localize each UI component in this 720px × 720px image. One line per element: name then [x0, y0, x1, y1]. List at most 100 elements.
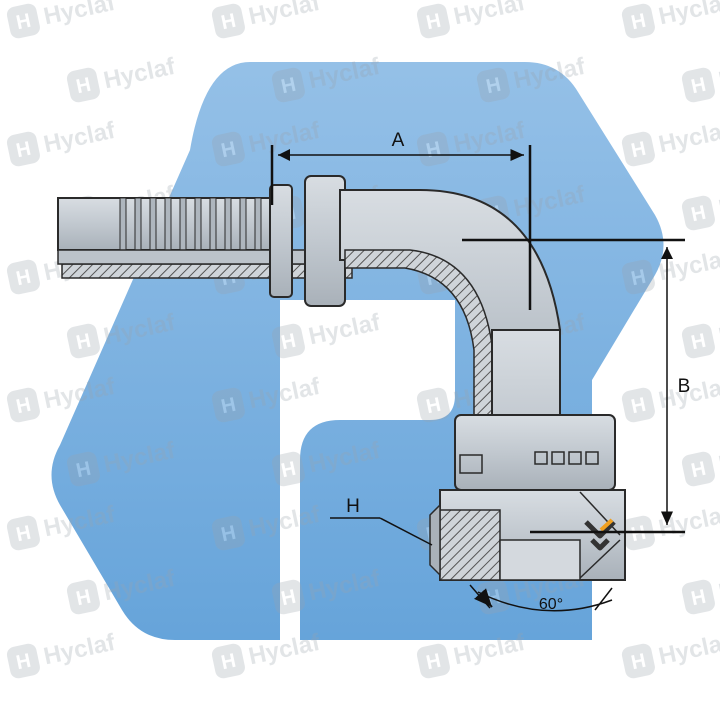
svg-text:Hyclaf: Hyclaf	[41, 629, 118, 671]
watermark-logo-icon	[6, 131, 40, 167]
watermark-tile: H Hyclaf	[681, 437, 720, 487]
svg-text:Hyclaf: Hyclaf	[716, 437, 720, 479]
svg-text:H: H	[14, 10, 33, 35]
watermark-logo-icon	[416, 643, 450, 679]
barb-rib	[239, 197, 247, 251]
svg-text:H: H	[629, 138, 648, 163]
watermark-logo-icon	[621, 3, 655, 39]
svg-text:Hyclaf: Hyclaf	[716, 309, 720, 351]
svg-text:H: H	[424, 394, 443, 419]
watermark-logo-icon	[681, 195, 715, 231]
svg-text:Hyclaf: Hyclaf	[716, 181, 720, 223]
svg-text:Hyclaf: Hyclaf	[656, 117, 720, 159]
svg-text:Hyclaf: Hyclaf	[716, 53, 720, 95]
svg-text:H: H	[74, 330, 93, 355]
barb-rib	[149, 197, 157, 251]
watermark-tile: H Hyclaf	[621, 501, 720, 551]
watermark-logo-icon	[416, 3, 450, 39]
svg-text:H: H	[689, 458, 708, 483]
svg-text:H: H	[689, 202, 708, 227]
barb-rib	[179, 197, 187, 251]
svg-text:H: H	[629, 522, 648, 547]
svg-text:H: H	[219, 10, 238, 35]
watermark-logo-icon	[681, 323, 715, 359]
watermark-logo-icon	[621, 259, 655, 295]
svg-text:Hyclaf: Hyclaf	[656, 0, 720, 30]
watermark-logo-icon	[271, 579, 305, 615]
swivel-nut	[454, 414, 616, 491]
watermark-logo-icon	[271, 67, 305, 103]
svg-text:H: H	[14, 522, 33, 547]
watermark-logo-icon	[211, 131, 245, 167]
watermark-logo-icon	[211, 643, 245, 679]
svg-text:H: H	[219, 394, 238, 419]
svg-text:H: H	[219, 522, 238, 547]
barb-rib	[224, 197, 232, 251]
dimension-a-label: A	[392, 130, 405, 151]
svg-text:H: H	[14, 650, 33, 675]
svg-text:H: H	[279, 458, 298, 483]
angle-label: 60°	[539, 596, 563, 613]
watermark-tile: H Hyclaf	[66, 53, 178, 103]
svg-text:H: H	[14, 266, 33, 291]
svg-text:Hyclaf: Hyclaf	[246, 0, 323, 30]
watermark-logo-icon	[621, 387, 655, 423]
watermark-logo-icon	[6, 387, 40, 423]
watermark-logo-icon	[6, 259, 40, 295]
watermark-logo-icon	[271, 451, 305, 487]
watermark-logo-icon	[66, 67, 100, 103]
watermark-logo-icon	[681, 451, 715, 487]
svg-text:H: H	[74, 74, 93, 99]
barb-rib	[119, 197, 127, 251]
watermark-tile: H Hyclaf	[211, 0, 323, 39]
watermark-logo-icon	[66, 451, 100, 487]
watermark-logo-icon	[681, 579, 715, 615]
dimension-b-label: B	[678, 376, 691, 397]
watermark-tile: H Hyclaf	[6, 0, 118, 39]
watermark-logo-icon	[211, 387, 245, 423]
svg-text:H: H	[629, 650, 648, 675]
watermark-logo-icon	[66, 579, 100, 615]
svg-text:H: H	[219, 138, 238, 163]
svg-text:H: H	[424, 650, 443, 675]
svg-text:H: H	[14, 394, 33, 419]
watermark-logo-icon	[416, 387, 450, 423]
svg-text:H: H	[629, 266, 648, 291]
svg-text:Hyclaf: Hyclaf	[101, 53, 178, 95]
svg-text:H: H	[74, 586, 93, 611]
watermark-tile: H Hyclaf	[621, 117, 720, 167]
watermark-logo-icon	[271, 323, 305, 359]
watermark-logo-icon	[211, 515, 245, 551]
hose-tail	[57, 175, 354, 307]
svg-text:Hyclaf: Hyclaf	[41, 0, 118, 30]
watermark-tile: H Hyclaf	[621, 0, 720, 39]
watermark-logo-icon	[66, 323, 100, 359]
watermark-logo-icon	[621, 131, 655, 167]
svg-text:Hyclaf: Hyclaf	[716, 565, 720, 607]
watermark-tile: H Hyclaf	[681, 181, 720, 231]
svg-text:H: H	[279, 586, 298, 611]
watermark-logo-icon	[6, 515, 40, 551]
svg-text:H: H	[219, 650, 238, 675]
watermark-logo-icon	[681, 67, 715, 103]
hex-nut	[429, 489, 626, 581]
label-h: H	[346, 496, 360, 517]
svg-text:H: H	[424, 10, 443, 35]
watermark-logo-icon	[476, 67, 510, 103]
svg-text:H: H	[629, 10, 648, 35]
barb-rib	[254, 197, 262, 251]
barb-rib	[134, 197, 142, 251]
watermark-logo-icon	[211, 3, 245, 39]
watermark-logo-icon	[6, 3, 40, 39]
svg-text:Hyclaf: Hyclaf	[656, 501, 720, 543]
